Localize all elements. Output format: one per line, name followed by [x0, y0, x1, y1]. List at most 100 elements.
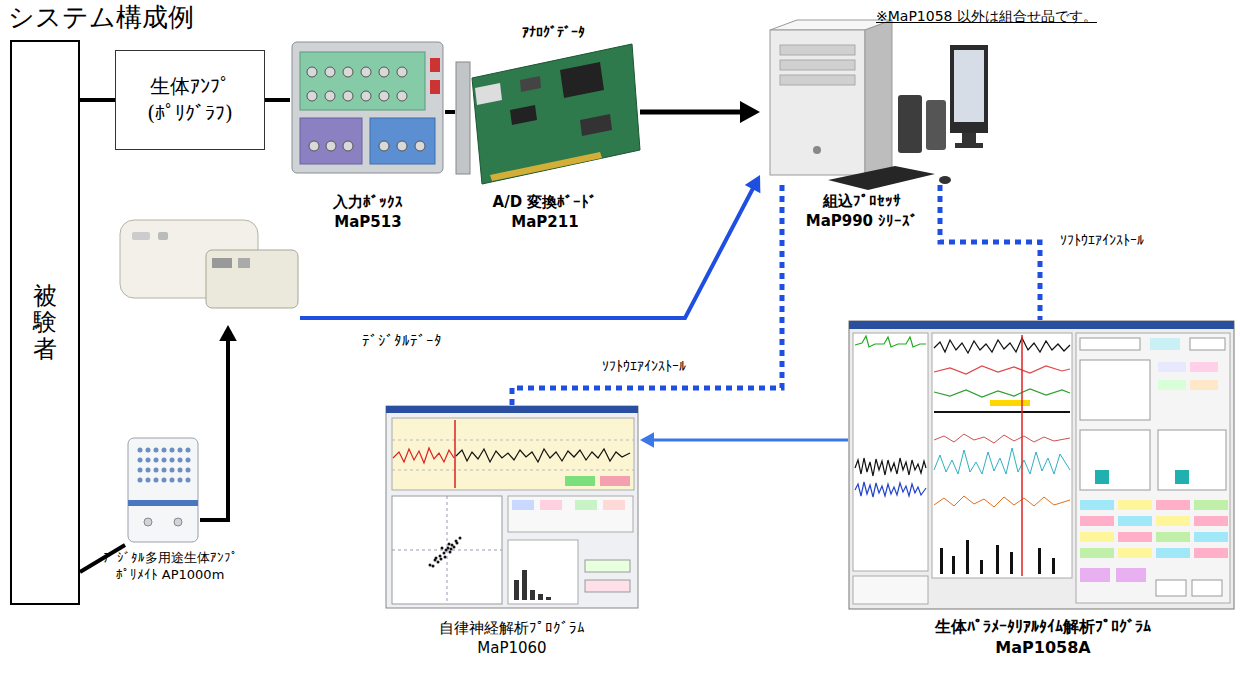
note-text: ※MaP1058 以外は組合せ品です。: [876, 8, 1097, 26]
input-box-photo: [361, 91, 371, 101]
analysis-screenshot: [392, 440, 634, 441]
connector: [640, 432, 848, 447]
box-label: 生体ｱﾝﾌﾟ (ﾎﾟﾘｸﾞﾗﾌ): [135, 73, 245, 127]
ad-board-node: A/D 変換ﾎﾞｰﾄﾞ MaP211: [455, 40, 640, 185]
amplifier-photo: [186, 448, 191, 453]
realtime-screenshot: [855, 336, 926, 347]
caption-block: 自律神経解析ﾌﾟﾛｸﾞﾗﾑ MaP1060: [427, 619, 597, 658]
analysis-screenshot: [454, 420, 456, 488]
input-box-photo: [292, 42, 443, 173]
amplifier-photo: [170, 458, 175, 463]
analysis-screenshot: [585, 560, 630, 572]
analysis-screenshot: [459, 537, 462, 540]
realtime-screenshot: [1194, 548, 1228, 558]
ad-board-photo: [456, 62, 470, 174]
ad-board-photo: [472, 44, 640, 184]
realtime-screenshot: [1080, 548, 1114, 558]
realtime-screenshot: [1080, 568, 1110, 582]
receiver-node: [115, 205, 300, 325]
realtime-screenshot: [1116, 568, 1146, 582]
analysis-screenshot: [449, 551, 452, 554]
receiver-photo: [238, 258, 250, 268]
realtime-screenshot: [1194, 516, 1228, 526]
computer-picture: [780, 60, 855, 70]
realtime-screenshot: [1080, 338, 1140, 350]
realtime-screenshot: [934, 496, 1070, 507]
analysis-screenshot: [440, 558, 443, 561]
analysis-screenshot: [386, 406, 638, 608]
ad-board-photo: [520, 76, 541, 92]
analysis-screenshot: [530, 590, 535, 600]
realtime-screenshot: [980, 560, 983, 574]
ad-board-photo: [510, 105, 537, 125]
amplifier-photo: [146, 468, 151, 473]
input-box-photo: [415, 141, 425, 151]
amplifier-photo: [178, 468, 183, 473]
caption-block: 生体ﾊﾟﾗﾒｰﾀﾘｱﾙﾀｲﾑ解析ﾌﾟﾛｸﾞﾗﾑ MaP1058A: [926, 617, 1161, 659]
input-box-photo: [300, 52, 425, 110]
analysis-screenshot: [393, 448, 454, 463]
amplifier-photo: [162, 478, 167, 483]
analysis-screenshot: [456, 449, 630, 462]
analysis-screenshot: [432, 565, 435, 568]
realtime-screenshot: [1190, 362, 1218, 372]
amplifier-photo: [128, 438, 198, 542]
analysis-screenshot: [439, 555, 442, 558]
amplifier-photo: [146, 478, 151, 483]
receiver-photo: [120, 220, 298, 308]
realtime-screenshot: [1156, 548, 1190, 558]
analysis-screenshot: [565, 476, 595, 486]
analysis-program-node: 自律神経解析ﾌﾟﾛｸﾞﾗﾑ MaP1060: [385, 405, 640, 610]
realtime-screenshot: [934, 434, 1070, 443]
realtime-screenshot: [932, 333, 1072, 578]
connector: [940, 185, 1040, 320]
computer-picture: [770, 20, 988, 190]
realtime-screenshot: [855, 482, 926, 497]
realtime-screenshot: [934, 389, 1070, 397]
subject-box: 被験者: [10, 40, 80, 605]
caption-text: 組込ﾌﾟﾛｾｯｻ MaP990 ｼﾘｰｽﾞ: [805, 192, 920, 231]
computer-picture: [865, 20, 892, 175]
realtime-screenshot: [849, 321, 1234, 609]
analysis-screenshot: [453, 546, 456, 549]
connector: [300, 175, 760, 318]
amplifier-photo: [146, 458, 151, 463]
realtime-screenshot: [1156, 580, 1186, 596]
computer-picture: [954, 50, 984, 122]
connector-line: [80, 98, 115, 102]
computer-picture: [780, 45, 855, 55]
amplifier-photo: [144, 518, 152, 526]
analysis-screenshot: [508, 540, 578, 604]
amplifier-photo: [162, 458, 167, 463]
analysis-screenshot: [444, 556, 447, 559]
connector: [80, 100, 115, 101]
analysis-screenshot: [443, 552, 446, 555]
realtime-screenshot: [934, 366, 1070, 374]
arrow-head: [219, 325, 237, 341]
connector: [200, 325, 237, 520]
amplifier-photo: [162, 468, 167, 473]
caption-block: 入力ﾎﾞｯｸｽ MaP513: [303, 193, 433, 232]
connector-line: [300, 188, 753, 318]
amplifier-photo: [162, 448, 167, 453]
computer-picture: [950, 45, 988, 133]
analysis-screenshot: [522, 570, 527, 600]
input-box-photo: [379, 141, 389, 151]
amplifier-photo: [186, 458, 191, 463]
arrow-head: [640, 432, 654, 447]
analysis-screenshot: [603, 500, 625, 510]
analysis-screenshot: [456, 542, 459, 545]
computer-picture: [770, 30, 865, 175]
analysis-screenshot: [445, 549, 448, 552]
caption-text: 生体ﾊﾟﾗﾒｰﾀﾘｱﾙﾀｲﾑ解析ﾌﾟﾛｸﾞﾗﾑ MaP1058A: [926, 617, 1161, 659]
connector-line: [445, 110, 455, 114]
analysis-screenshot: [448, 543, 451, 546]
analysis-screenshot: [585, 580, 630, 592]
amplifier-box: 生体ｱﾝﾌﾟ (ﾎﾟﾘｸﾞﾗﾌ): [115, 50, 265, 150]
amplifier-photo: [178, 478, 183, 483]
realtime-screenshot: [952, 556, 955, 574]
input-box-photo: [325, 91, 335, 101]
realtime-screenshot: [996, 545, 999, 574]
amplifier-photo: [178, 458, 183, 463]
